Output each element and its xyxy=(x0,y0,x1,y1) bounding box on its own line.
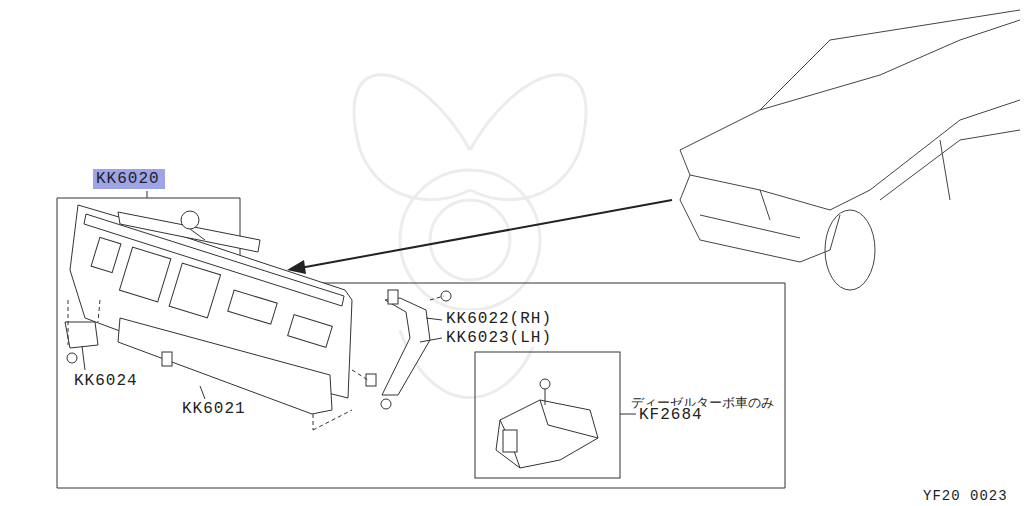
vehicle-drawing xyxy=(680,10,1020,290)
vehicle-line xyxy=(760,10,1020,110)
duct-edge xyxy=(500,420,520,468)
fog-opening xyxy=(288,315,333,348)
bumper-drawing xyxy=(65,205,451,414)
watermark-horn xyxy=(470,75,586,200)
label-holder: KK6023(LH) xyxy=(445,329,553,347)
label-holder: KK6022(RH) xyxy=(445,310,553,328)
part-number: KK6021 xyxy=(182,400,246,418)
bolt xyxy=(441,291,451,301)
vehicle-line xyxy=(680,20,1020,150)
vehicle-line xyxy=(880,130,1020,200)
vehicle-line xyxy=(700,215,800,238)
part-number: KF2684 xyxy=(639,406,703,424)
part-number: KK6023(LH) xyxy=(446,329,552,347)
leader-lines xyxy=(82,318,636,414)
duct xyxy=(496,400,598,468)
inset-outline xyxy=(475,352,620,478)
duct-opening xyxy=(503,430,517,452)
clip xyxy=(388,290,398,304)
pointer-arrow xyxy=(300,200,672,268)
bracket xyxy=(65,322,98,348)
part-number: KK6024 xyxy=(74,372,138,390)
bolt xyxy=(540,379,550,389)
grille-opening xyxy=(169,263,220,318)
bolt xyxy=(381,399,391,409)
leader-line xyxy=(420,338,442,342)
grille-opening xyxy=(119,247,170,302)
side-bracket xyxy=(382,298,430,395)
leader-line xyxy=(200,386,205,399)
nut xyxy=(366,374,376,386)
guide-line xyxy=(352,370,368,380)
figure-code: YF20 0023 xyxy=(923,487,1008,505)
opening xyxy=(91,237,121,272)
leader-line xyxy=(620,414,636,415)
leader-line xyxy=(426,318,442,320)
duct-drawing xyxy=(496,379,598,468)
dashed-guides xyxy=(68,296,444,430)
clip-tail xyxy=(190,229,205,240)
label-holder: KK6021 xyxy=(181,400,247,418)
label-holder: KK6024 xyxy=(73,372,139,390)
vehicle-line xyxy=(760,190,770,220)
watermark-face xyxy=(400,170,540,310)
bolt-shaft xyxy=(545,389,546,405)
group-outline xyxy=(57,198,785,488)
guide-line xyxy=(68,300,69,345)
guide-line xyxy=(98,300,100,322)
watermark-horn xyxy=(354,75,470,200)
fog-opening xyxy=(228,290,277,324)
duct-edge xyxy=(540,400,598,438)
arrow-head xyxy=(287,260,306,274)
part-number: KK6022(RH) xyxy=(446,310,552,328)
upper-strip xyxy=(118,212,260,252)
part-number-box: KK6020 xyxy=(93,169,165,189)
vehicle-line xyxy=(680,175,840,262)
part-number: KK6020 xyxy=(96,170,162,188)
vehicle-line xyxy=(940,140,950,200)
guide-line xyxy=(430,296,444,300)
guide-line xyxy=(313,410,352,430)
leader-line xyxy=(82,346,85,370)
leader-line xyxy=(147,191,148,198)
clip xyxy=(181,211,199,229)
guide-line xyxy=(313,414,314,430)
vehicle-wheel xyxy=(825,210,875,290)
label-holder: KF2684 xyxy=(638,406,704,424)
nut xyxy=(162,352,172,366)
vehicle-line xyxy=(680,100,1020,210)
bolt xyxy=(67,353,77,363)
watermark-face xyxy=(430,200,510,280)
label-holder: YF20 0023 xyxy=(922,487,1009,505)
